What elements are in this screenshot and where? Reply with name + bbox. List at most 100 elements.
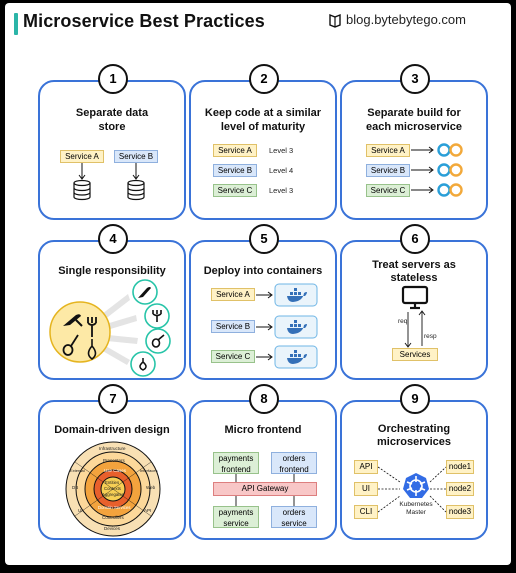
maturity-level: Level 3 — [269, 186, 294, 195]
knife-icon — [138, 287, 151, 298]
card-2-title-line1: Keep code at a similar — [204, 107, 322, 119]
build-arrows — [411, 146, 434, 194]
fork-icon — [87, 317, 97, 337]
core-label: Contexts — [104, 486, 121, 491]
ring-label: Devices — [104, 526, 121, 531]
card-separate-data-store: Separate data store Service A Service B — [38, 80, 186, 220]
kubernetes-master-label: Kubernetes Master — [394, 501, 438, 517]
ring-label: External — [70, 468, 85, 473]
service-box: Service B — [114, 150, 158, 163]
box-line: orders — [282, 454, 306, 463]
whisk-icon — [87, 339, 97, 360]
cicd-pipeline-icon — [437, 143, 463, 157]
frontend-connectors — [235, 474, 295, 506]
card-5-title: Deploy into containers — [203, 265, 323, 277]
card-2-title-line2: level of maturity — [220, 121, 306, 133]
ring-label: DB — [72, 485, 79, 490]
service-box: Service A — [211, 288, 255, 301]
service-box: Service B — [211, 320, 255, 333]
card-9-title-line2: microservices — [377, 436, 451, 448]
ring-label: Web — [146, 485, 156, 490]
card-separate-build: Separate build for each microservice Ser… — [340, 80, 488, 220]
orders-service-box: orders service — [271, 506, 317, 528]
service-box: Service C — [213, 184, 257, 197]
card-1-title-line2: store — [98, 121, 126, 133]
api-gateway-box: API Gateway — [213, 482, 317, 496]
step-number-2: 2 — [249, 64, 279, 94]
database-icon — [73, 179, 91, 201]
card-micro-frontend: Micro frontend payments frontend orders … — [189, 400, 337, 540]
step-number-9: 9 — [400, 384, 430, 414]
request-response-arrows — [404, 310, 426, 348]
service-box: Service A — [366, 144, 410, 157]
container-arrows — [256, 283, 318, 369]
ring-label: Interfaces — [140, 468, 158, 473]
step-number-5: 5 — [249, 224, 279, 254]
infographic-page: Microservice Best Practices blog.bytebyt… — [5, 3, 511, 565]
maturity-level: Level 4 — [269, 166, 294, 175]
response-label: resp — [424, 333, 437, 340]
page-title: Microservice Best Practices — [23, 11, 265, 31]
card-orchestrating-microservices: Orchestrating microservices API UI CLI n… — [340, 400, 488, 540]
ring-label: Domain Services — [98, 505, 131, 510]
fork-icon — [152, 310, 162, 322]
core-label: Aggregates — [102, 492, 124, 497]
card-1-title-line1: Separate data — [75, 107, 149, 119]
step-number-1: 1 — [98, 64, 128, 94]
kubernetes-icon — [403, 473, 429, 498]
label-line: Kubernetes — [399, 501, 433, 508]
card-single-responsibility: Single responsibility — [38, 240, 186, 380]
core-label: Entities — [105, 480, 120, 485]
box-line: frontend — [279, 465, 309, 474]
card-9-title-line1: Orchestrating — [377, 423, 451, 435]
service-box: Service A — [213, 144, 257, 157]
label-line: Master — [406, 509, 426, 516]
book-icon — [329, 13, 341, 28]
card-stateless-servers: Treat servers as stateless req resp Serv… — [340, 240, 488, 380]
service-box: Service A — [60, 150, 104, 163]
whisk-icon — [139, 358, 147, 371]
brand-url[interactable]: blog.bytebytego.com — [346, 12, 466, 27]
service-box: Service B — [213, 164, 257, 177]
service-box: Service B — [366, 164, 410, 177]
node-box: node3 — [446, 505, 474, 519]
docker-icon — [287, 320, 307, 334]
card-4-title: Single responsibility — [58, 265, 166, 277]
step-number-8: 8 — [249, 384, 279, 414]
card-7-title: Domain-driven design — [54, 424, 170, 436]
client-api-box: API — [354, 460, 378, 474]
services-box: Services — [392, 348, 438, 361]
brand[interactable]: blog.bytebytego.com — [328, 12, 466, 28]
orchestration-links — [377, 466, 447, 513]
card-3-title-line2: each microservice — [365, 121, 462, 133]
service-box: Service C — [366, 184, 410, 197]
ring-label: UI — [78, 508, 83, 513]
box-line: service — [281, 519, 307, 528]
ddd-onion-diagram — [65, 441, 161, 537]
payments-service-box: payments service — [213, 506, 259, 528]
node-box: node2 — [446, 482, 474, 496]
ring-label: Use Cases — [104, 468, 127, 473]
box-line: frontend — [221, 465, 251, 474]
title-accent-bar — [14, 13, 18, 35]
ring-label: Presenters — [103, 458, 125, 463]
orders-frontend-box: orders frontend — [271, 452, 317, 474]
box-line: service — [223, 519, 249, 528]
ring-label: Infrastructure — [99, 446, 126, 451]
database-icon — [127, 179, 145, 201]
card-3-title-line1: Separate build for — [367, 107, 461, 119]
box-line: payments — [218, 508, 254, 517]
docker-icon — [287, 350, 307, 364]
card-domain-driven-design: Domain-driven design Infrastructure Pres… — [38, 400, 186, 540]
card-6-title-line2: stateless — [390, 272, 438, 284]
node-box: node1 — [446, 460, 474, 474]
step-number-3: 3 — [400, 64, 430, 94]
card-8-title: Micro frontend — [224, 424, 302, 436]
spoon-icon — [151, 334, 165, 348]
step-number-6: 6 — [400, 224, 430, 254]
monitor-icon — [401, 285, 429, 310]
box-line: orders — [282, 508, 306, 517]
step-number-4: 4 — [98, 224, 128, 254]
knife-icon — [63, 314, 83, 327]
card-deploy-containers: Deploy into containers Service A Service… — [189, 240, 337, 380]
